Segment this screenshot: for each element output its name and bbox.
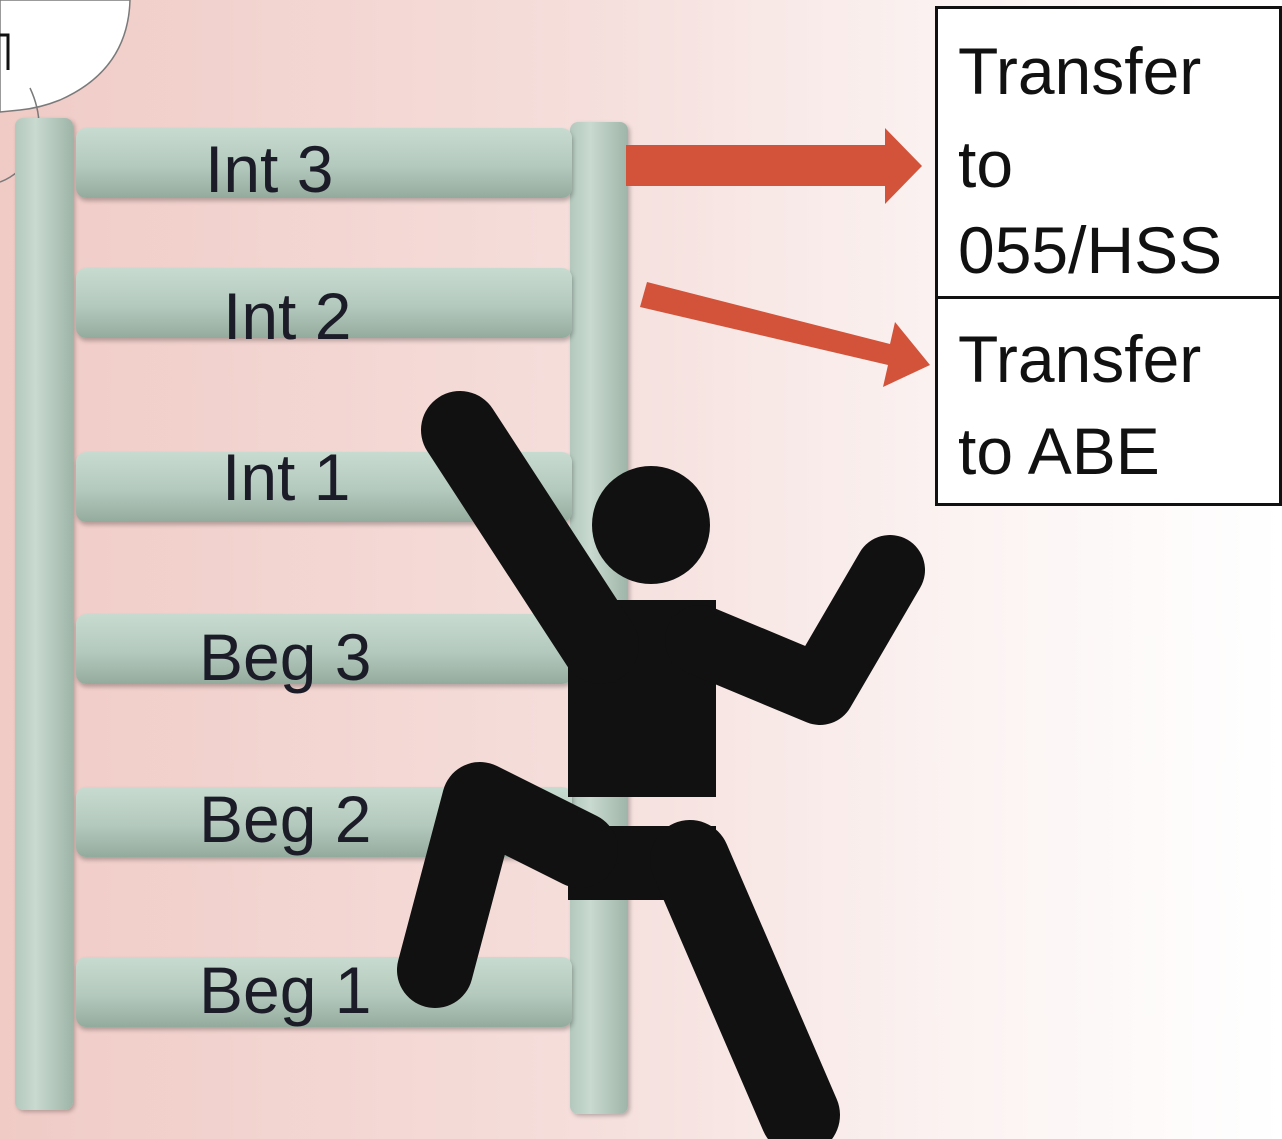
transfer-box-055-hss-line-2: to xyxy=(958,127,1014,201)
rung-beg-3 xyxy=(76,614,572,684)
ladder-left-rail xyxy=(15,118,73,1110)
transfer-box-abe-line-2: to ABE xyxy=(958,414,1160,488)
transfer-box-055-hss-line-1: Transfer xyxy=(958,34,1202,108)
transfer-box-abe-line-1: Transfer xyxy=(958,322,1202,396)
transfer-box-055-hss-line-3: 055/HSS xyxy=(958,213,1223,287)
rung-label-int-1: Int 1 xyxy=(222,440,351,514)
transfer-box-abe: Transfer to ABE xyxy=(935,296,1282,506)
transfer-box-055-hss: Transfer to 055/HSS xyxy=(935,6,1282,300)
rung-label-int-3: Int 3 xyxy=(205,132,334,206)
rung-int-3 xyxy=(76,128,572,198)
rung-label-beg-3: Beg 3 xyxy=(199,620,372,694)
rung-beg-1 xyxy=(76,957,572,1027)
arrow-to-055-hss xyxy=(626,128,922,204)
rung-label-int-2: Int 2 xyxy=(223,279,352,353)
rung-label-beg-2: Beg 2 xyxy=(199,782,372,856)
arrow-to-abe xyxy=(640,282,930,387)
rung-int-2 xyxy=(76,268,572,338)
rung-label-beg-1: Beg 1 xyxy=(199,953,372,1027)
